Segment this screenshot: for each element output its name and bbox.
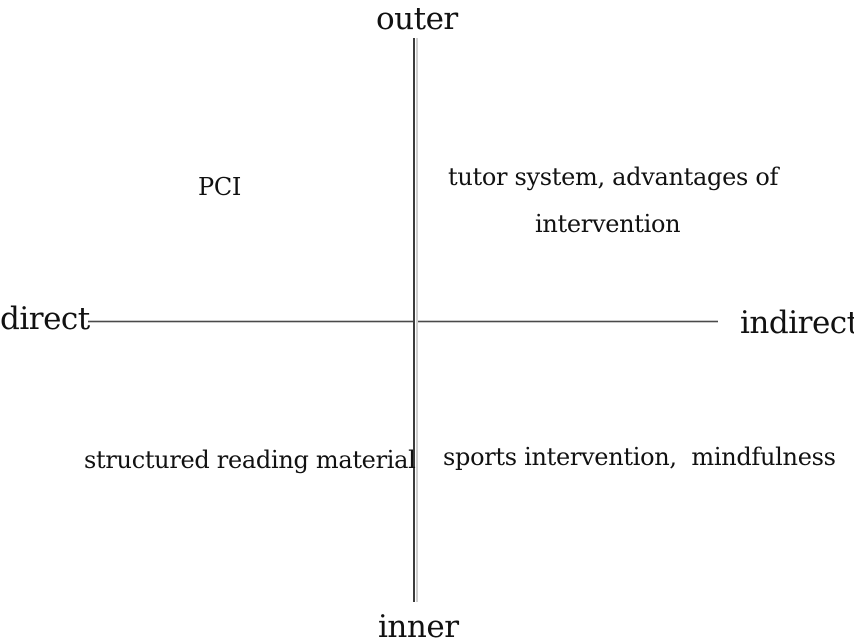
axis-label-right: indirect: [740, 305, 854, 341]
quadrant-bottom-right-text: sports intervention, mindfulness: [443, 443, 836, 471]
axis-label-left: direct: [0, 301, 90, 337]
quadrant-top-left-text: PCI: [198, 173, 242, 201]
axis-label-top: outer: [376, 1, 458, 37]
quadrant-top-right-text-line2: intervention: [535, 210, 681, 238]
horizontal-axis: [88, 320, 718, 323]
vertical-axis: [413, 38, 418, 602]
axis-label-bottom: inner: [378, 609, 459, 642]
quadrant-top-right-text-line1: tutor system, advantages of: [448, 163, 779, 191]
quadrant-bottom-left-text: structured reading material: [84, 446, 416, 474]
